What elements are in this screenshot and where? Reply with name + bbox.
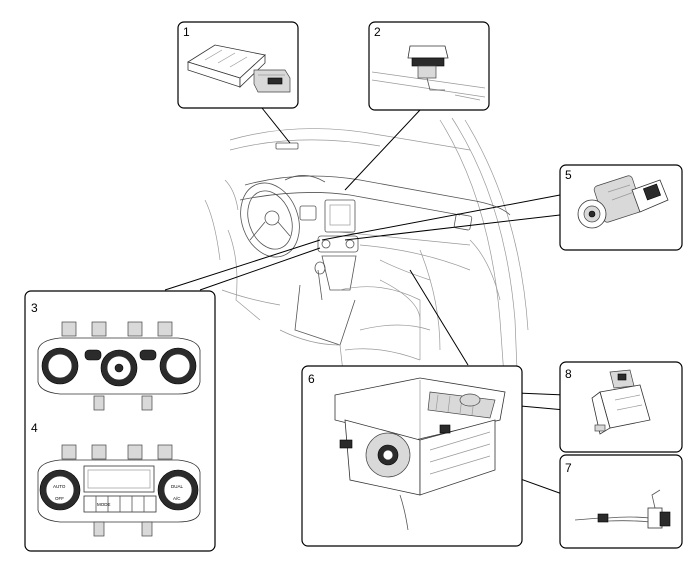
callout-6-number: 6	[308, 372, 315, 386]
hvac-module-illustration	[334, 377, 506, 531]
sensor-module-illustration	[187, 44, 291, 93]
automatic-climate-control-illustration: AUTO OFF DUAL A/C MODE	[37, 444, 201, 537]
photo-sensor-illustration	[371, 45, 486, 101]
callout-2-number: 2	[374, 25, 381, 39]
mode-button-label: MODE	[97, 502, 111, 507]
callout-5-panel: 5	[559, 164, 683, 251]
callout-2-panel: 2	[368, 21, 490, 111]
temperature-sensor-illustration	[574, 489, 671, 529]
off-button-label: OFF	[55, 496, 64, 501]
callout-7-number: 7	[565, 461, 572, 475]
callout-3-4-panel: 3 4	[24, 290, 216, 552]
blower-resistor-illustration	[591, 369, 651, 435]
actuator-illustration	[577, 175, 669, 229]
callout-1-number: 1	[183, 25, 190, 39]
callout-6-panel: 6	[301, 365, 523, 547]
auto-button-label: AUTO	[53, 484, 66, 489]
manual-climate-control-illustration	[37, 321, 201, 411]
callout-8-number: 8	[565, 367, 572, 381]
callout-8-panel: 8	[559, 361, 683, 453]
callout-4-number: 4	[31, 421, 38, 435]
dual-button-label: DUAL	[171, 484, 184, 489]
callout-1-panel: 1	[177, 21, 299, 109]
callout-7-panel: 7	[559, 454, 683, 549]
ac-button-label: A/C	[173, 496, 181, 501]
vehicle-interior-sketch	[204, 117, 529, 396]
callout-3-number: 3	[31, 301, 38, 315]
callout-5-number: 5	[565, 168, 572, 182]
